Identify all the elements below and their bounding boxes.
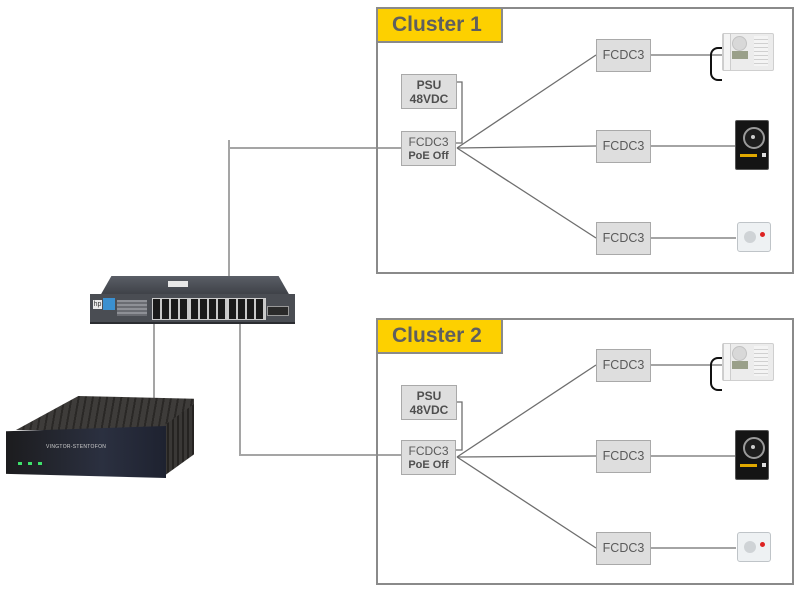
cluster-title: Cluster 2 <box>376 318 503 354</box>
fcdc3-branch: FCDC3 <box>596 130 651 163</box>
power-led-icon <box>18 462 22 465</box>
switch-label-icon <box>103 298 115 310</box>
fcdc3-branch: FCDC3 <box>596 349 651 382</box>
main-fcdc3-node: FCDC3 PoE Off <box>401 131 456 166</box>
psu-voltage: 48VDC <box>409 92 449 106</box>
desk-master-station-icon <box>710 343 774 393</box>
cluster-2: Cluster 2 <box>376 318 794 585</box>
wire-fan-c2-3 <box>456 456 597 549</box>
wire-fan-c1-2 <box>456 145 597 149</box>
desk-master-station-icon <box>710 33 774 83</box>
network-switch: hp <box>90 276 295 324</box>
switch-top <box>100 276 290 296</box>
wire-fan-c2-2 <box>456 455 597 458</box>
black-intercom-panel-icon <box>735 120 769 170</box>
psu-label: PSU <box>416 389 442 403</box>
poe-status: PoE Off <box>408 150 449 162</box>
fcdc3-branch: FCDC3 <box>596 440 651 473</box>
fcdc3-branch: FCDC3 <box>596 39 651 72</box>
switch-sfp-ports <box>267 306 289 316</box>
psu-voltage: 48VDC <box>409 403 449 417</box>
wire-fan-c1-1 <box>456 54 597 149</box>
status-led-icon <box>28 462 32 465</box>
server-brand: VINGTOR-STENTOFON <box>46 444 107 450</box>
switch-port-group-3 <box>228 298 266 320</box>
psu-box: PSU 48VDC <box>401 385 457 420</box>
main-fcdc3-node: FCDC3 PoE Off <box>401 440 456 475</box>
switch-status-leds <box>117 300 147 316</box>
fcdc3-branch: FCDC3 <box>596 222 651 255</box>
wire-switch-cluster2 <box>239 320 401 456</box>
psu-label: PSU <box>416 78 442 92</box>
node-label: FCDC3 <box>408 444 449 458</box>
server-front <box>6 426 166 478</box>
hp-logo-icon: hp <box>93 300 102 309</box>
switch-port-group-2 <box>190 298 228 320</box>
fault-led-icon <box>38 462 42 465</box>
cluster-title: Cluster 1 <box>376 7 503 43</box>
intercom-server: VINGTOR-STENTOFON <box>6 396 194 480</box>
compact-intercom-panel-icon <box>737 532 771 562</box>
wire-psu-cluster1 <box>456 81 463 144</box>
wire-fan-c2-1 <box>456 364 597 458</box>
cluster-1: Cluster 1 <box>376 7 794 274</box>
compact-intercom-panel-icon <box>737 222 771 252</box>
fcdc3-branch: FCDC3 <box>596 532 651 565</box>
wire-psu-cluster2 <box>456 401 463 451</box>
wire-fan-c1-3 <box>456 147 597 239</box>
node-label: FCDC3 <box>408 135 449 149</box>
poe-status: PoE Off <box>408 459 449 471</box>
black-intercom-panel-icon <box>735 430 769 480</box>
switch-port-group-1 <box>152 298 190 320</box>
psu-box: PSU 48VDC <box>401 74 457 109</box>
